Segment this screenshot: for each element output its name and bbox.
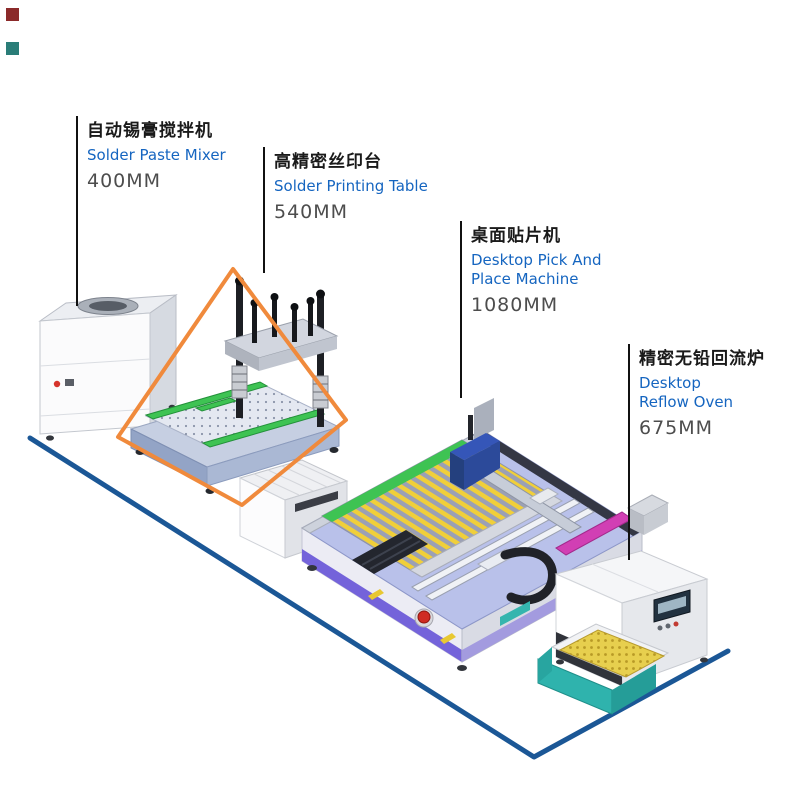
machine-dimension: 1080MM <box>471 293 559 316</box>
machine-name-en: Desktop Pick And Place Machine <box>471 251 602 288</box>
machine-reflow-oven <box>537 550 709 715</box>
machine-name-zh: 精密无铅回流炉 <box>639 349 765 369</box>
machine-name-zh: 高精密丝印台 <box>274 152 382 172</box>
machine-name-zh: 自动锡膏搅拌机 <box>87 121 213 141</box>
floor-line <box>27 435 731 760</box>
mixer-switch <box>65 379 74 386</box>
machine-name-en: Solder Printing Table <box>274 177 428 195</box>
label-pick-and-place: 桌面贴片机 Desktop Pick And Place Machine 108… <box>460 221 611 398</box>
oven-mesh-tray <box>558 629 666 678</box>
placement-head <box>450 433 500 460</box>
machine-dimension: 675MM <box>639 416 714 439</box>
machine-name-en: Desktop Reflow Oven <box>639 374 734 411</box>
machine-dimension: 400MM <box>87 169 162 192</box>
label-solder-paste-mixer: 自动锡膏搅拌机 Solder Paste Mixer 400MM <box>76 116 226 306</box>
emergency-stop-button <box>417 610 431 624</box>
drag-chain <box>500 547 557 605</box>
conveyor-rail <box>411 498 581 592</box>
label-reflow-oven: 精密无铅回流炉 Desktop Reflow Oven 675MM <box>628 344 765 560</box>
machine-pick-and-place <box>301 398 670 671</box>
mixer-indicator-light <box>53 380 61 388</box>
label-solder-printing-table: 高精密丝印台 Solder Printing Table 540MM <box>263 147 428 273</box>
machine-name-zh: 桌面贴片机 <box>471 226 561 246</box>
machine-dimension: 540MM <box>274 200 349 223</box>
corner-mark-teal <box>6 42 19 55</box>
corner-mark-red <box>6 8 19 21</box>
highlight-outline <box>116 267 348 507</box>
machine-solder-printing-table <box>129 276 341 494</box>
vent-panel <box>352 530 428 574</box>
machine-name-en: Solder Paste Mixer <box>87 146 226 164</box>
